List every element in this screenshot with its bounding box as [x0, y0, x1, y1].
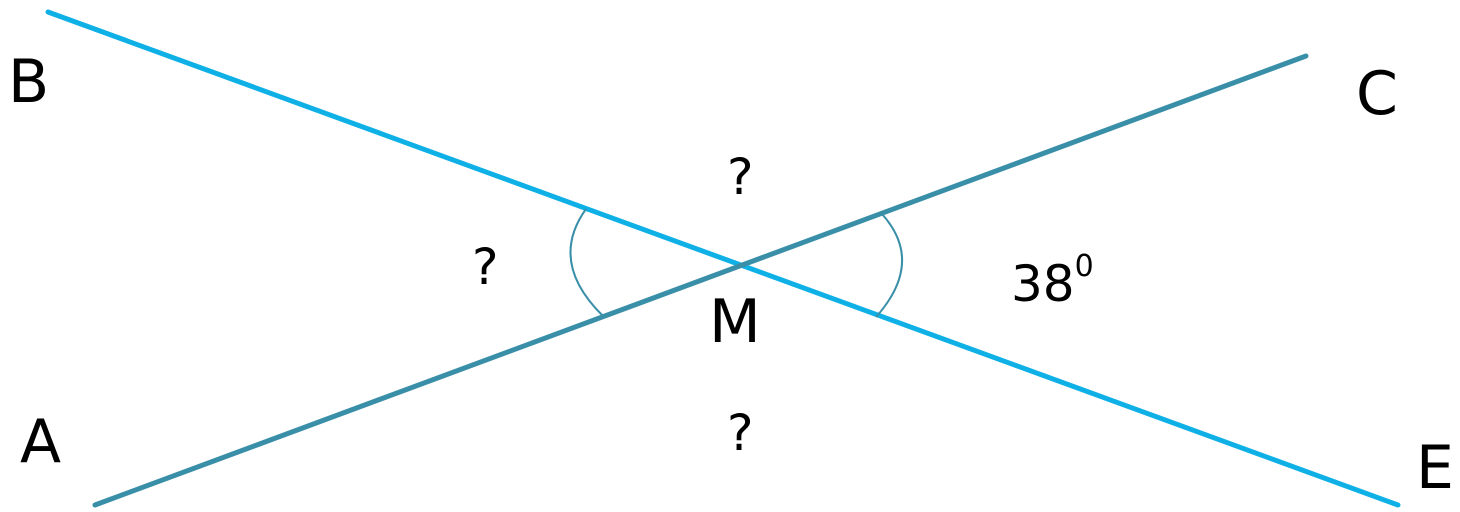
point-label-a: A — [20, 407, 61, 477]
point-label-m: M — [709, 287, 761, 357]
point-label-e: E — [1416, 433, 1454, 503]
degree-superscript: 0 — [1075, 249, 1094, 284]
angle-label-right: 380 — [1011, 249, 1094, 313]
angle-label-left: ? — [472, 238, 499, 296]
angle-arc-left — [569, 208, 604, 317]
angle-label-bottom: ? — [727, 404, 754, 462]
angle-value-right: 38 — [1011, 255, 1075, 313]
angle-arc-right — [875, 213, 903, 318]
point-label-c: C — [1356, 59, 1398, 129]
angle-label-top: ? — [727, 148, 754, 206]
point-label-b: B — [8, 47, 49, 117]
line-be — [45, 9, 1401, 508]
line-ac — [92, 53, 1309, 508]
